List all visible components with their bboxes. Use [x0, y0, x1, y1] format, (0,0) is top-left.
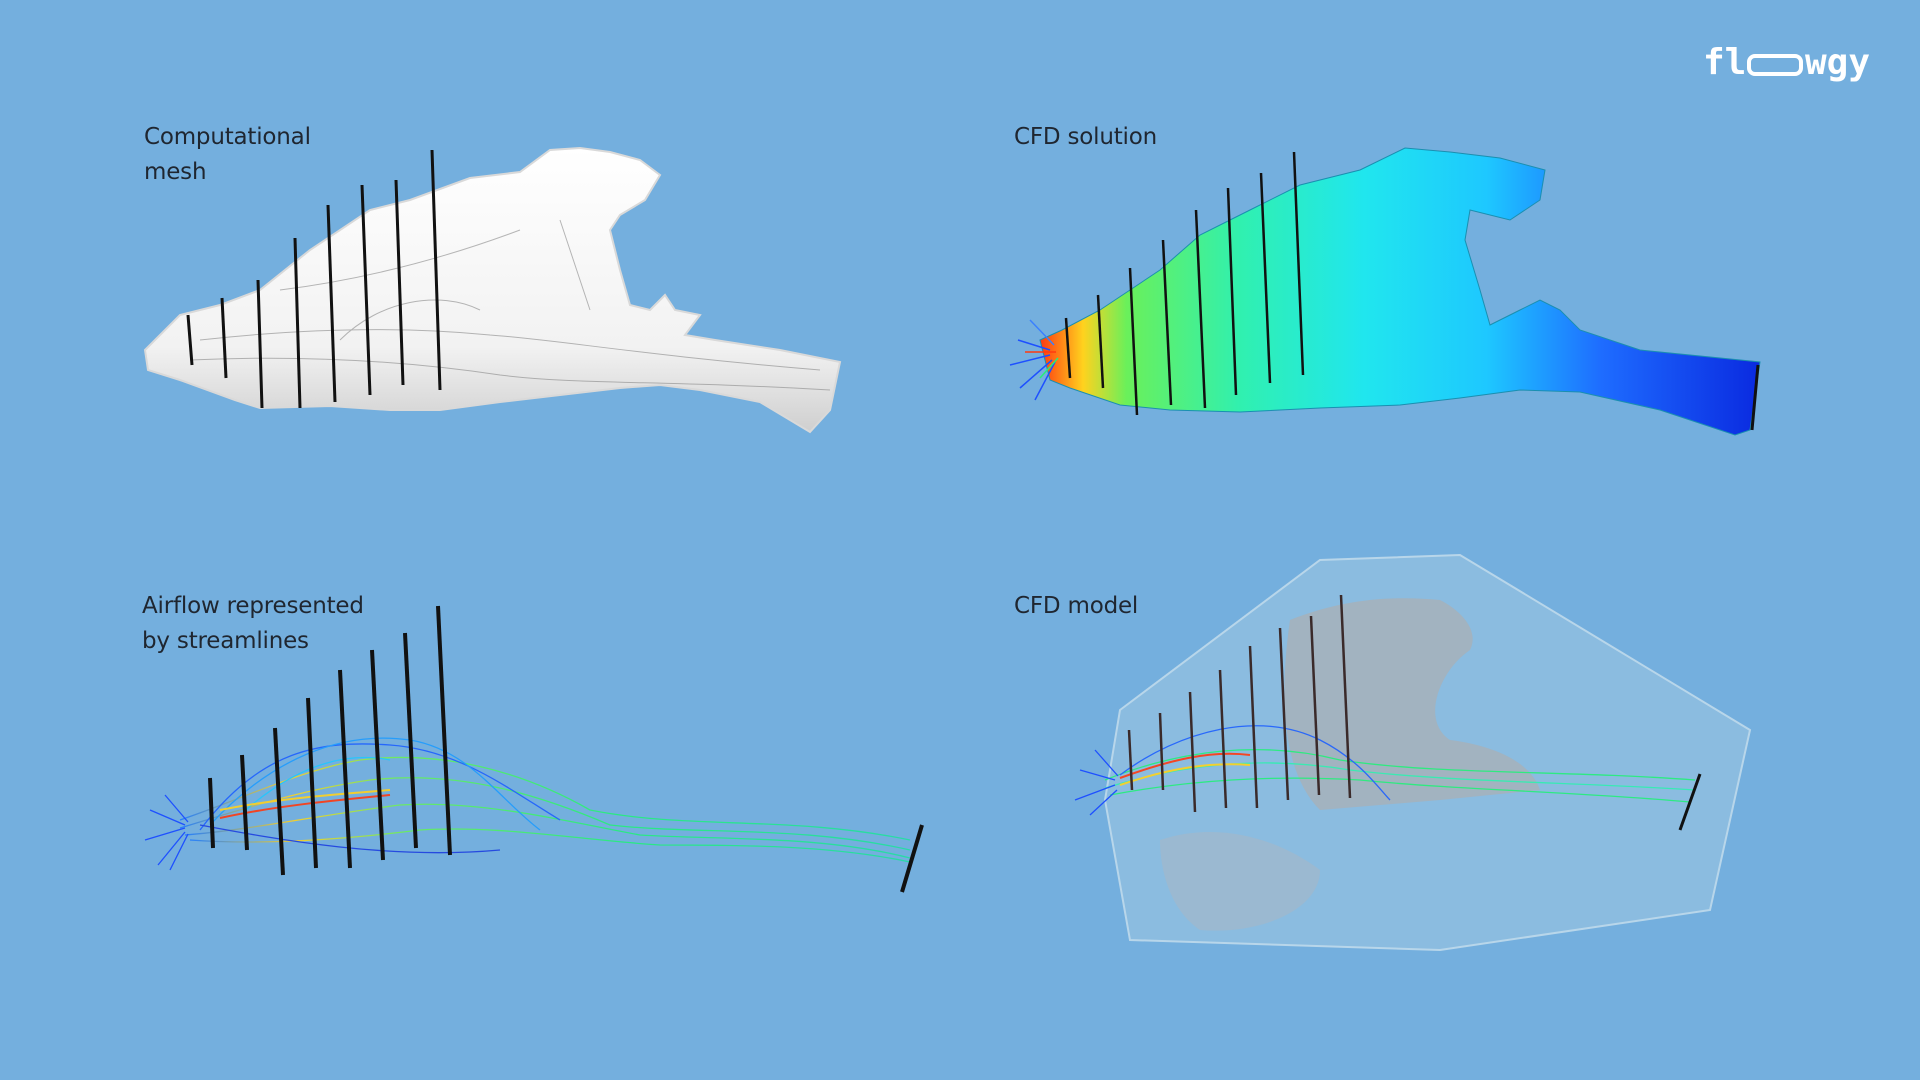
slice-lines [186, 149, 442, 409]
caption-cfd-model: CFD model [1014, 589, 1138, 624]
airway-mesh-image [143, 146, 842, 434]
caption-line: Computational [144, 124, 311, 150]
svg-text:fl: fl [1703, 42, 1746, 83]
inlet-streamlines [1009, 319, 1059, 401]
flowgy-wordmark-icon: fl wgy [1703, 42, 1870, 83]
caption-line: CFD model [1014, 593, 1139, 619]
caption-line: by streamlines [142, 628, 309, 654]
caption-line: CFD solution [1014, 124, 1157, 150]
streamlines-render [140, 600, 940, 900]
caption-airflow-streamlines: Airflow represented by streamlines [142, 589, 364, 659]
caption-computational-mesh: Computational mesh [144, 120, 311, 190]
slice-lines [208, 605, 924, 893]
cfd-solution-render [1000, 140, 1800, 450]
mesh-render [140, 140, 900, 450]
svg-text:wgy: wgy [1805, 42, 1870, 83]
flowgy-logo: fl wgy [1703, 42, 1875, 86]
velocity-contour-image [1009, 147, 1761, 436]
cfd-model-render [1060, 540, 1760, 960]
caption-line: Airflow represented [142, 593, 364, 619]
cfd-domain-image [1074, 553, 1752, 952]
caption-line: mesh [144, 159, 207, 185]
streamlines-image [144, 605, 924, 893]
caption-cfd-solution: CFD solution [1014, 120, 1157, 155]
